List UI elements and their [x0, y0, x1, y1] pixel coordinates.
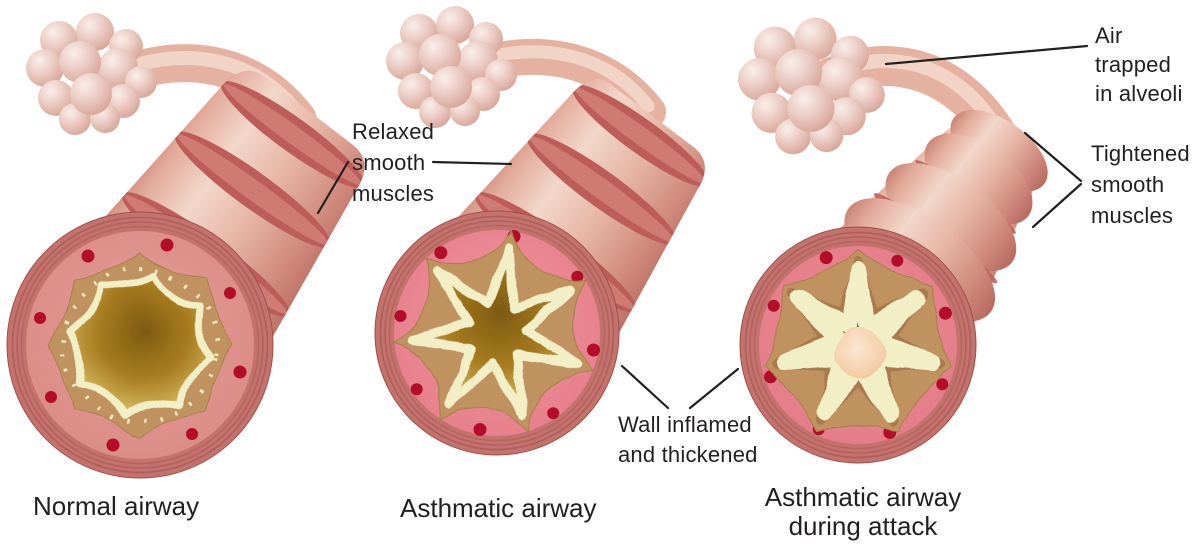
alveoli-cluster [26, 13, 157, 135]
caption-asthmatic-airway: Asthmatic airway [400, 493, 597, 523]
attack-airway-illustration [738, 17, 1048, 464]
label-tightened-smooth-muscles: Tightened smooth muscles [1091, 141, 1190, 228]
leader-lines [316, 44, 1089, 410]
leader-tightened-lower [1031, 182, 1083, 229]
leader-air-trapped [884, 44, 1089, 66]
leader-wall-right [688, 367, 740, 410]
mucus-plug [835, 328, 885, 378]
leader-tightened-upper [1023, 131, 1083, 183]
leader-wall-left [620, 364, 670, 410]
alveoli-cluster [386, 6, 517, 128]
leader-relaxed-right [431, 160, 513, 166]
alveoli-cluster-air-trapped [738, 17, 885, 155]
normal-airway-illustration [6, 13, 365, 479]
label-wall-inflamed-thickened: Wall inflamed and thickened [618, 412, 758, 467]
blood-vessel-dots [34, 238, 247, 452]
narrowed-lumen [406, 243, 582, 420]
cross-section-normal [6, 211, 274, 479]
blood-vessel-dots [394, 230, 600, 436]
label-air-trapped-in-alveoli: Air trapped in alveoli [1095, 23, 1183, 106]
cross-section-attack [739, 226, 977, 464]
caption-normal-airway: Normal airway [33, 491, 200, 521]
asthmatic-airway-illustration [374, 6, 710, 456]
open-lumen [66, 271, 214, 419]
caption-asthmatic-airway-during-attack: Asthmatic airway during attack [764, 482, 962, 541]
label-relaxed-smooth-muscles: Relaxed smooth muscles [352, 119, 435, 206]
leader-relaxed-left [316, 160, 350, 215]
cross-section-asthmatic [374, 210, 620, 456]
